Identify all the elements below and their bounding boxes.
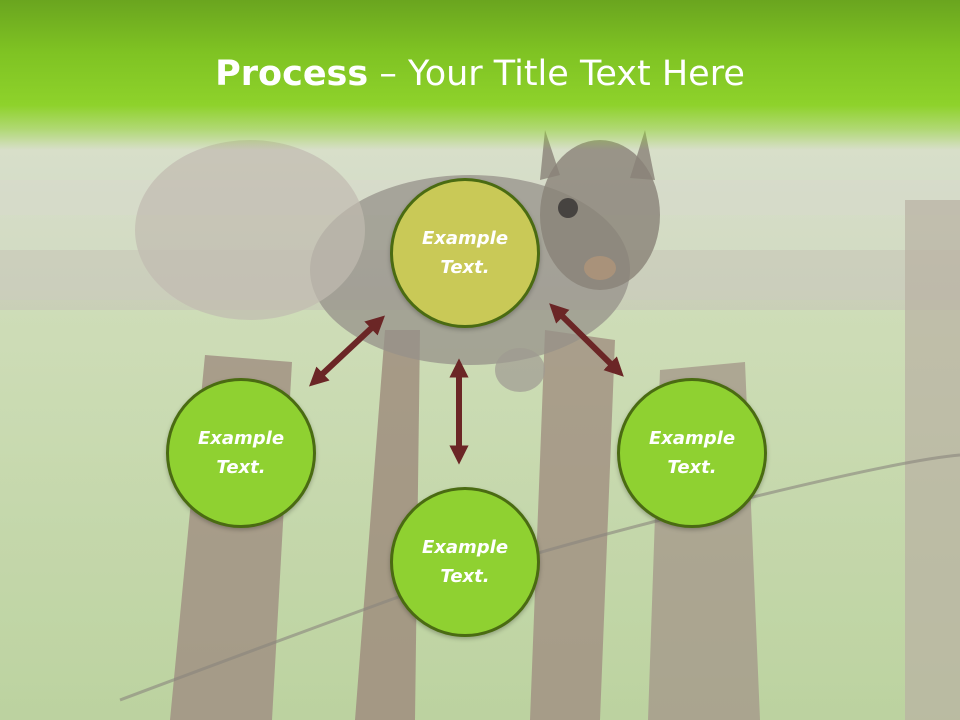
title-bar [0,0,960,150]
cycle-node-top[interactable]: Example Text. [390,178,540,328]
cycle-node-bottom[interactable]: Example Text. [390,487,540,637]
node-bottom-line1: Example [421,537,509,558]
node-bottom-line2: Text. [440,566,490,587]
cycle-node-left[interactable]: Example Text. [166,378,316,528]
node-top-line2: Text. [440,257,490,278]
node-right-line1: Example [648,428,736,449]
node-top-line1: Example [421,228,509,249]
title-rest: – Your Title Text Here [368,54,745,94]
cycle-node-right[interactable]: Example Text. [617,378,767,528]
node-left-line1: Example [197,428,285,449]
slide-title: Process – Your Title Text Here [0,52,960,96]
title-bold: Process [215,54,369,94]
node-right-line2: Text. [667,457,717,478]
node-left-line2: Text. [216,457,266,478]
